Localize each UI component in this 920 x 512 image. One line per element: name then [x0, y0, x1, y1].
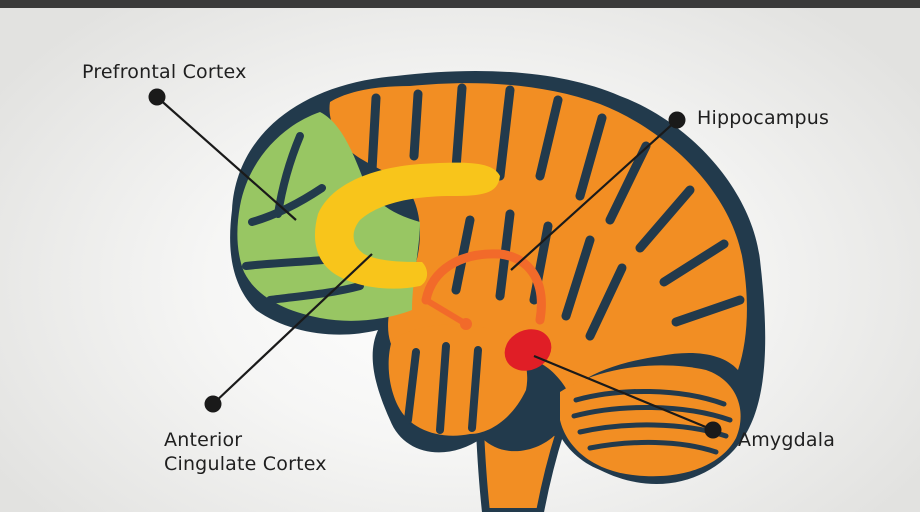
label-anterior-cingulate-line1: Anterior: [164, 428, 327, 452]
hippocampus-tip: [460, 318, 472, 330]
pointer-dot-prefrontal: [149, 89, 166, 106]
label-amygdala: Amygdala: [738, 428, 835, 452]
pointer-dot-amygdala: [705, 422, 722, 439]
label-amygdala-text: Amygdala: [738, 428, 835, 452]
label-anterior-cingulate-cortex: Anterior Cingulate Cortex: [164, 428, 327, 476]
pointer-dot-anterior-cingulate: [205, 396, 222, 413]
label-anterior-cingulate-line2: Cingulate Cortex: [164, 452, 327, 476]
label-hippocampus: Hippocampus: [697, 106, 829, 130]
label-prefrontal-cortex-text: Prefrontal Cortex: [82, 60, 247, 84]
pointer-dot-hippocampus: [669, 112, 686, 129]
label-hippocampus-text: Hippocampus: [697, 106, 829, 130]
label-prefrontal-cortex: Prefrontal Cortex: [82, 60, 247, 84]
